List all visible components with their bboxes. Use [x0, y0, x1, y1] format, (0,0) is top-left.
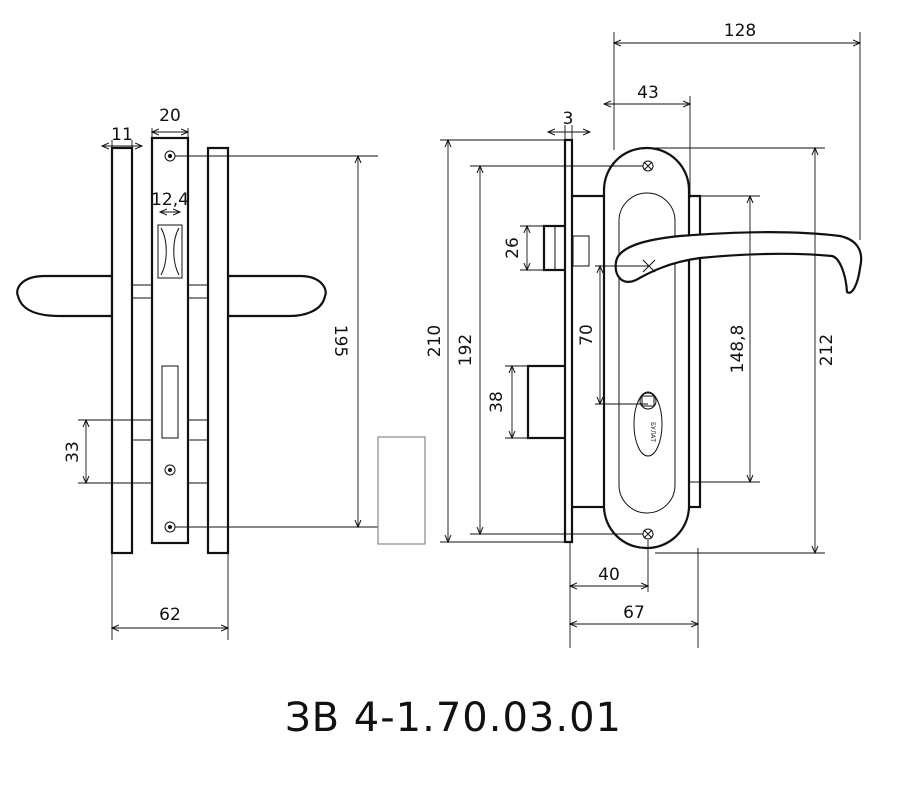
left-plate — [110, 146, 134, 555]
bolt — [526, 364, 572, 440]
dim-case-height: 210 — [425, 325, 445, 357]
latch-slot — [157, 224, 183, 279]
handle-plate — [602, 146, 691, 550]
lock-technical-drawing: 11 20 12,4 195 33 62 — [16, 21, 863, 648]
side-view: 11 20 12,4 195 33 62 — [16, 106, 378, 640]
dim-overall-width: 62 — [159, 605, 181, 625]
dim-bolt-height: 38 — [487, 391, 507, 413]
front-view: БУЛАТ 128 43 3 210 192 26 — [425, 21, 863, 648]
dim-case-depth: 67 — [623, 603, 645, 623]
dim-body-width: 20 — [159, 106, 181, 126]
dim-lever-length: 128 — [724, 21, 756, 41]
bolt-slot — [161, 365, 179, 439]
dim-latch-height: 26 — [503, 237, 523, 259]
dim-faceplate-thickness: 3 — [563, 109, 574, 129]
dim-plate-spindle: 148,8 — [728, 325, 748, 374]
dim-inner-height: 192 — [456, 334, 476, 366]
strike-plate — [377, 436, 426, 545]
cylinder: БУЛАТ — [633, 391, 663, 457]
dim-center-distance: 70 — [577, 324, 597, 346]
dim-backset-lever: 43 — [637, 83, 659, 103]
dim-strike-height: 33 — [63, 441, 83, 463]
lever-handle — [614, 231, 863, 294]
dim-plate-thickness: 11 — [111, 125, 133, 145]
right-handle — [226, 274, 327, 318]
right-plate — [206, 146, 230, 555]
screw — [164, 464, 176, 476]
dim-plate-height: 212 — [817, 334, 837, 366]
model-code: ЗВ 4-1.70.03.01 — [285, 695, 622, 741]
dim-screw-spacing: 195 — [330, 325, 350, 357]
cylinder-marking: БУЛАТ — [649, 422, 656, 442]
dim-backset: 40 — [598, 565, 620, 585]
faceplate — [563, 138, 574, 544]
dim-cylinder-width: 12,4 — [151, 190, 189, 210]
left-handle — [16, 274, 114, 318]
